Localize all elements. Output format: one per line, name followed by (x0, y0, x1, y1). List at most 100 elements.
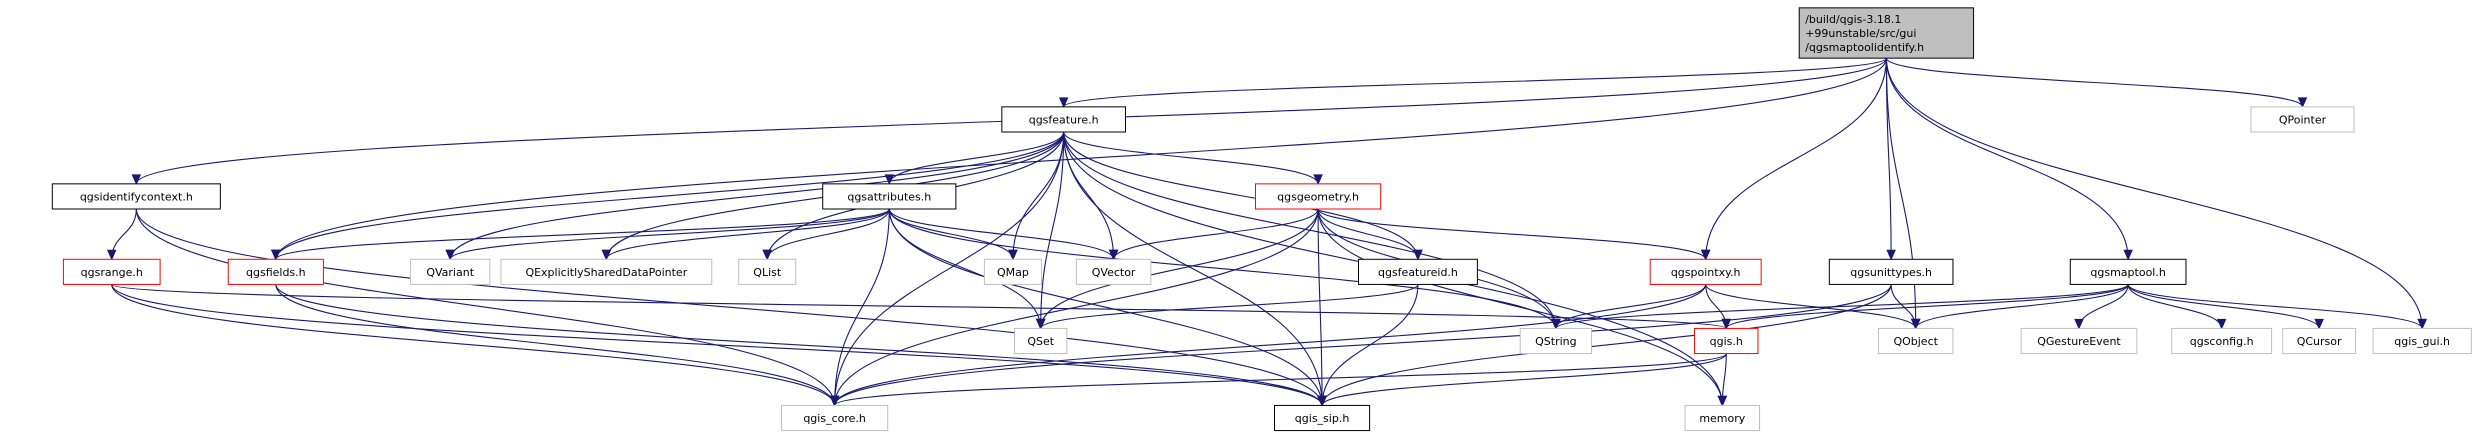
node-box-qgsconfig (2171, 327, 2273, 355)
node-qgsconfig[interactable]: qgsconfig.h (2171, 327, 2273, 355)
node-qstring[interactable]: QString (1519, 327, 1593, 355)
arrowhead-qgsmaptool-to-qgestureevent (2074, 318, 2084, 330)
edge-qgspointxy-to-qobject (1705, 284, 1917, 329)
edge-qgsattributes-to-qvariant (449, 208, 890, 260)
node-qgsgeometry[interactable]: qgsgeometry.h (1254, 183, 1382, 210)
edge-qgsfeature-to-qvariant (449, 131, 1065, 260)
node-box-qgsidentifycontext (51, 183, 221, 210)
node-box-qset (1014, 327, 1068, 355)
edge-root-to-qpointer (1885, 57, 2304, 108)
arrowhead-qgsattributes-to-qgsfields (271, 249, 281, 261)
arrowhead-qgsgeometry-to-qgspointxy (1700, 249, 1711, 261)
edge-qgsattributes-to-qgis_core (834, 208, 890, 406)
node-box-qmap (983, 258, 1042, 285)
edge-qgsrange-to-qgis_sip (111, 284, 1323, 406)
node-box-qvariant (410, 258, 491, 285)
arrowhead-qgsfeatureid-to-qset (1035, 318, 1046, 330)
arrowhead-qgsattributes-to-qexplicit (601, 249, 612, 261)
arrowhead-qgsattributes-to-qlist (762, 249, 773, 261)
edge-qgsmaptool-to-qgis_gui (2127, 284, 2423, 329)
node-qgsunittypes[interactable]: qgsunittypes.h (1828, 258, 1954, 285)
node-box-qgis_sip (1273, 404, 1371, 432)
node-qgestureevent[interactable]: QGestureEvent (2020, 327, 2138, 355)
node-label-qgspointxy: qgspointxy.h (1671, 266, 1741, 279)
node-box-qexplicit (500, 258, 713, 285)
node-qgsfeature[interactable]: qgsfeature.h (1001, 106, 1126, 133)
node-box-qgsmaptool (2069, 258, 2187, 285)
arrowhead-qgsmaptool-to-qgis (1721, 318, 1732, 330)
node-box-qgsfields (227, 258, 324, 285)
edge-root-to-qgspointxy (1705, 58, 1887, 260)
node-qgsmaptool[interactable]: qgsmaptool.h (2069, 258, 2187, 285)
node-box-qgis_gui (2372, 327, 2472, 355)
node-box-qgis_core (781, 404, 889, 432)
node-qgsrange[interactable]: qgsrange.h (62, 258, 161, 285)
node-qlist[interactable]: QList (738, 258, 797, 285)
arrowhead-root-to-qgsfeature (1058, 97, 1069, 109)
arrowhead-qgsmaptool-to-qobject (1910, 318, 1921, 330)
node-label-qgsconfig: qgsconfig.h (2190, 335, 2254, 348)
node-label-qmap: QMap (997, 266, 1029, 279)
node-qvariant[interactable]: QVariant (410, 258, 491, 285)
edge-qgsfeature-to-qgsgeometry (1063, 131, 1319, 185)
node-label-qgsrange: qgsrange.h (81, 266, 143, 279)
node-label-qgsunittypes: qgsunittypes.h (1850, 266, 1932, 279)
node-label-memory: memory (1699, 412, 1745, 425)
edge-qgsfeature-to-qgsfeatureid (1063, 131, 1419, 260)
node-qgis[interactable]: qgis.h (1694, 327, 1759, 355)
arrowhead-qgis-to-memory (1717, 395, 1728, 407)
node-qset[interactable]: QSet (1014, 327, 1068, 355)
edge-qgsgeometry-to-qgsfeatureid (1317, 208, 1419, 260)
node-qgsattributes[interactable]: qgsattributes.h (822, 183, 957, 210)
node-box-qgsfeatureid (1358, 258, 1478, 285)
node-label-qgsfeatureid: qgsfeatureid.h (1378, 266, 1458, 279)
node-qpointer[interactable]: QPointer (2250, 106, 2355, 133)
node-label-root: /build/qgis-3.18.1 (1805, 13, 1901, 26)
node-label-qcursor: QCursor (2297, 335, 2342, 348)
node-label-qgis_core: qgis_core.h (803, 412, 866, 425)
arrowhead-qgsmaptool-to-qstring (1551, 318, 1561, 330)
node-qgsfields[interactable]: qgsfields.h (227, 258, 324, 285)
edge-qgsidentifycontext-to-qgis_core (135, 208, 836, 406)
node-qexplicit[interactable]: QExplicitlySharedDataPointer (500, 258, 713, 285)
arrowhead-qgis-to-qgis_sip (1317, 395, 1327, 407)
edge-root-to-qgsfields (275, 58, 1887, 260)
edge-qgsgeometry-to-memory (1317, 208, 1723, 406)
edge-qgsfeature-to-qgis_sip (1063, 131, 1323, 406)
edge-qgspointxy-to-qgis_core (834, 284, 1707, 406)
node-qgspointxy[interactable]: qgspointxy.h (1649, 258, 1762, 285)
node-memory[interactable]: memory (1684, 404, 1761, 432)
edge-qgsgeometry-to-qvector (1113, 208, 1319, 260)
node-box-qstring (1519, 327, 1593, 355)
edge-qgsattributes-to-qmap (888, 208, 1014, 260)
node-qcursor[interactable]: QCursor (2282, 327, 2357, 355)
node-label-qgsidentifycontext: qgsidentifycontext.h (80, 190, 193, 203)
edge-qgsattributes-to-qstring (888, 208, 1557, 329)
node-qgsfeatureid[interactable]: qgsfeatureid.h (1358, 258, 1478, 285)
node-box-qvector (1075, 258, 1152, 285)
node-root[interactable]: /build/qgis-3.18.1+99unstable/src/gui/qg… (1798, 7, 1975, 59)
edge-qgsgeometry-to-qgis_sip (1317, 208, 1323, 406)
edge-root-to-qgsmaptool (1885, 58, 2129, 260)
edge-qgsunittypes-to-qgis_core (834, 284, 1892, 406)
node-label-qpointer: QPointer (2279, 113, 2327, 126)
node-box-qgsunittypes (1828, 258, 1954, 285)
node-label-qobject: QObject (1893, 335, 1938, 348)
arrowhead-qgsfeature-to-qgsattributes (884, 174, 895, 186)
edge-qgsfeatureid-to-qset (1040, 283, 1419, 329)
node-qgis_gui[interactable]: qgis_gui.h (2372, 327, 2472, 355)
node-label-root: /qgsmaptoolidentify.h (1805, 41, 1924, 54)
node-label-qexplicit: QExplicitlySharedDataPointer (525, 266, 687, 279)
node-label-qgestureevent: QGestureEvent (2037, 335, 2121, 348)
node-label-root: +99unstable/src/gui (1805, 27, 1916, 40)
edge-qgsfeature-to-qset (1040, 131, 1065, 329)
node-qgis_sip[interactable]: qgis_sip.h (1273, 404, 1371, 432)
node-qvector[interactable]: QVector (1075, 258, 1152, 285)
node-qgsidentifycontext[interactable]: qgsidentifycontext.h (51, 183, 221, 210)
node-qmap[interactable]: QMap (983, 258, 1042, 285)
node-qgis_core[interactable]: qgis_core.h (781, 404, 889, 432)
node-box-qgsattributes (822, 183, 957, 210)
node-box-qgsrange (62, 258, 161, 285)
node-qobject[interactable]: QObject (1877, 327, 1954, 355)
